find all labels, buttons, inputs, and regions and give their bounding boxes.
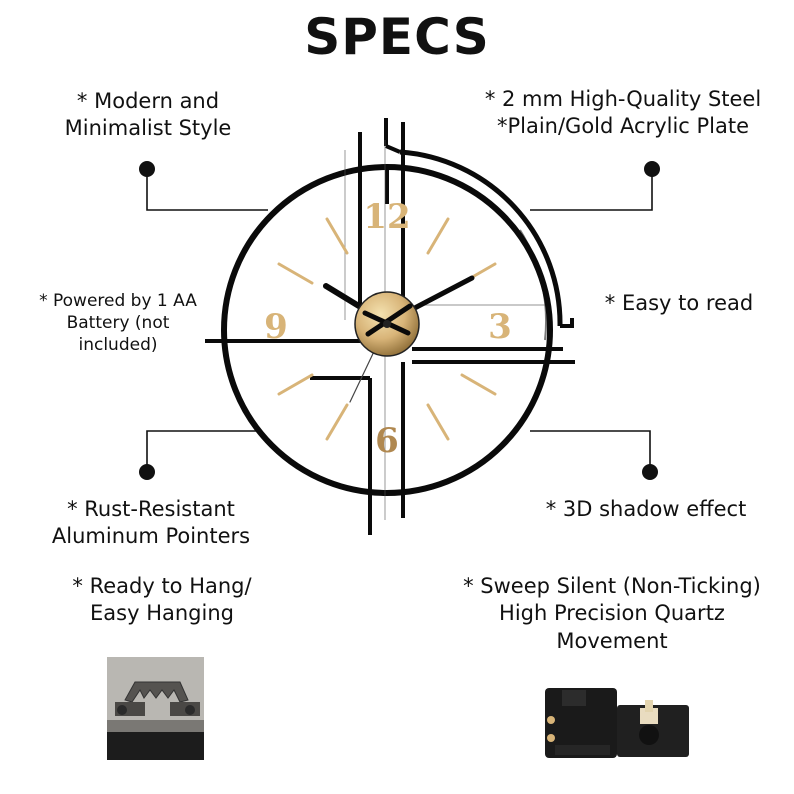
spec-battery: * Powered by 1 AA Battery (not included)	[20, 290, 216, 356]
leader-dots	[139, 161, 660, 480]
leader-line-rust	[146, 430, 258, 472]
spec-quartz-movement: * Sweep Silent (Non-Ticking) High Precis…	[430, 573, 794, 655]
leader-line-steel	[530, 169, 653, 211]
spec-steel-line-1: * 2 mm High-Quality Steel	[484, 87, 762, 111]
spec-modern-line-2: Minimalist Style	[64, 116, 232, 141]
leader-lines	[146, 169, 653, 472]
page-title: SPECS	[304, 8, 490, 66]
spec-easy-read-line-1: * Easy to read	[604, 291, 754, 315]
spec-steel-line-2: *Plain/Gold Acrylic Plate	[496, 114, 750, 139]
spec-rust-line-2: Aluminum Pointers	[51, 524, 251, 549]
spec-modern-line-1: * Modern and	[76, 89, 220, 113]
spec-3d-shadow: * 3D shadow effect	[526, 496, 766, 523]
spec-shadow-line-1: * 3D shadow effect	[545, 497, 747, 521]
spec-movement-line-3: Movement	[556, 628, 668, 653]
spec-movement-line-2: High Precision Quartz	[499, 601, 725, 626]
clock-numeral-9: 9	[264, 307, 288, 347]
clock-numeral-12: 12	[363, 197, 410, 237]
leader-line-shadow	[530, 430, 651, 472]
clock-numeral-3: 3	[488, 307, 512, 347]
leader-line-modern	[146, 169, 268, 211]
clock-hour-markers	[277, 217, 497, 441]
spec-hang-line-1: * Ready to Hang/	[72, 574, 252, 598]
spec-ready-to-hang: * Ready to Hang/ Easy Hanging	[40, 573, 284, 628]
clock-main-ring	[221, 164, 553, 496]
leader-dot-rust	[139, 464, 155, 480]
clock-cross-bars	[205, 122, 575, 535]
quartz-movement-photo-icon	[545, 688, 689, 758]
spec-modern-style: * Modern and Minimalist Style	[30, 88, 266, 143]
spec-battery-line-1: * Powered by 1 AA	[39, 291, 197, 311]
spec-battery-line-3: included)	[78, 335, 158, 356]
hanger-bracket-photo-icon	[107, 657, 204, 760]
spec-hang-line-2: Easy Hanging	[90, 601, 234, 626]
clock-numeral-6: 6	[375, 421, 399, 461]
spec-rust-line-1: * Rust-Resistant	[67, 497, 235, 521]
spec-movement-line-1: * Sweep Silent (Non-Ticking)	[463, 574, 761, 598]
leader-dot-steel	[644, 161, 660, 177]
spec-battery-line-2: Battery (not	[66, 313, 170, 334]
spec-easy-read: * Easy to read	[584, 290, 774, 317]
spec-rust-resistant: * Rust-Resistant Aluminum Pointers	[26, 496, 276, 551]
clock-illustration: 12 3 6 9	[205, 118, 575, 535]
leader-dot-shadow	[642, 464, 658, 480]
leader-dot-modern	[139, 161, 155, 177]
spec-steel-plate: * 2 mm High-Quality Steel *Plain/Gold Ac…	[458, 86, 788, 141]
clock-outer-arc	[399, 149, 563, 327]
